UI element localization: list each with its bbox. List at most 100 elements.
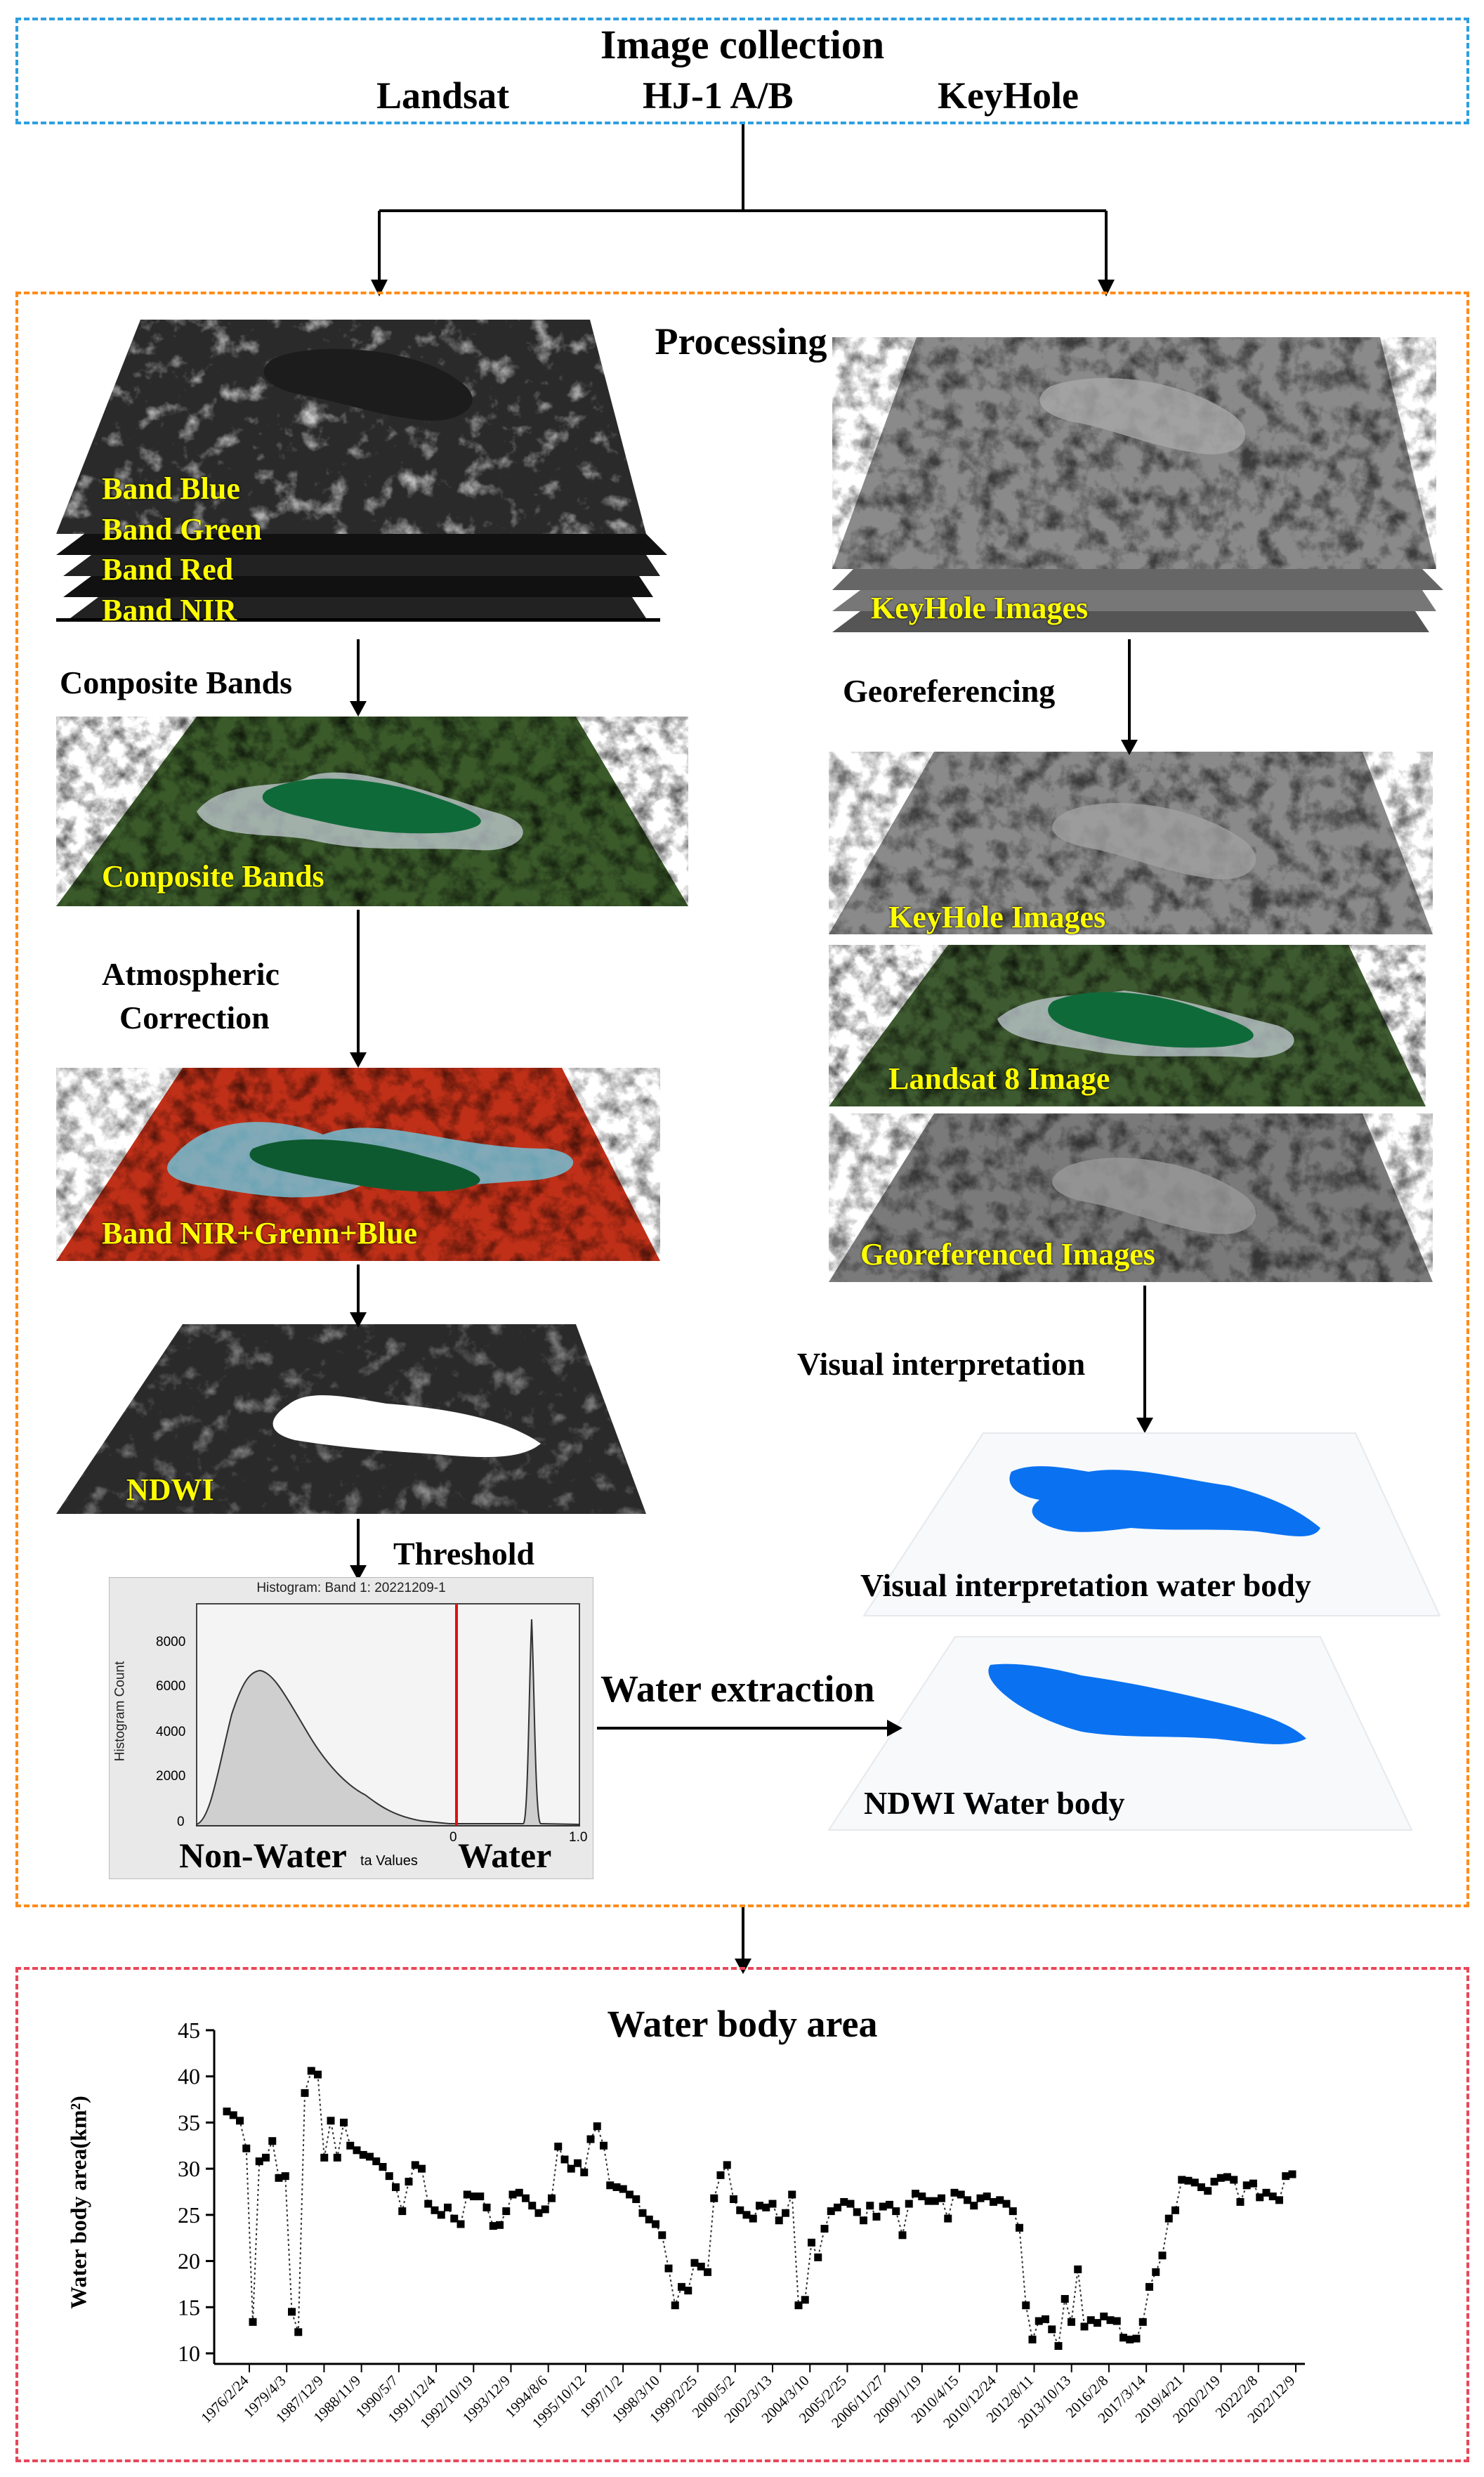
chart-data-point — [418, 2164, 426, 2173]
chart-data-point — [912, 2190, 919, 2198]
chart-data-point — [768, 2200, 777, 2208]
chart-data-point — [600, 2141, 608, 2150]
chart-data-point — [671, 2301, 679, 2310]
chart-data-point — [255, 2157, 263, 2166]
chart-data-point — [379, 2163, 387, 2171]
chart-data-point — [996, 2196, 1004, 2204]
chart-data-point — [541, 2205, 549, 2214]
landsat-band-stack — [56, 320, 667, 622]
chart-data-point — [1204, 2187, 1212, 2195]
chart-ytick-label: 30 — [178, 2156, 200, 2181]
source-hj1: HJ-1 A/B — [643, 74, 794, 117]
chart-data-point — [1112, 2317, 1121, 2325]
chart-data-point — [782, 2209, 789, 2217]
chart-ytick-label: 45 — [178, 2018, 200, 2043]
chart-data-point — [1094, 2319, 1101, 2327]
chart-data-point — [736, 2206, 744, 2214]
chart-data-point — [314, 2070, 322, 2079]
chart-data-point — [756, 2202, 763, 2210]
chart-data-point — [268, 2137, 277, 2145]
chart-ytick-label: 15 — [178, 2294, 200, 2320]
chart-data-point — [489, 2222, 497, 2230]
source-landsat: Landsat — [376, 74, 510, 117]
chart-data-point — [710, 2194, 718, 2202]
step-visual-interpretation: Visual interpretation — [797, 1346, 1086, 1382]
chart-ytick-label: 40 — [178, 2064, 200, 2089]
chart-data-point — [866, 2202, 874, 2210]
chart-data-point — [808, 2238, 815, 2247]
label-composite: Conposite Bands — [102, 859, 324, 894]
chart-data-point — [1223, 2173, 1231, 2181]
chart-data-point — [333, 2153, 341, 2162]
histogram-title: Histogram: Band 1: 20221209-1 — [256, 1581, 446, 1595]
label-visual-water-body: Visual interpretation water body — [860, 1567, 1311, 1603]
chart-data-point — [593, 2122, 601, 2131]
label-band-green: Band Green — [102, 512, 262, 547]
chart-data-point — [482, 2203, 491, 2211]
chart-data-point — [892, 2207, 900, 2216]
chart-data-point — [775, 2216, 783, 2225]
chart-data-point — [976, 2194, 985, 2202]
chart-data-point — [236, 2117, 244, 2125]
chart-data-point — [1210, 2178, 1219, 2186]
chart-data-point — [470, 2192, 478, 2201]
chart-data-point — [327, 2117, 335, 2125]
chart-data-point — [574, 2159, 582, 2167]
chart-title: Water body area — [607, 2003, 878, 2045]
chart-data-point — [366, 2152, 374, 2161]
chart-ytick-label: 10 — [178, 2341, 200, 2366]
chart-data-point — [1100, 2312, 1108, 2320]
chart-data-point — [983, 2192, 991, 2201]
label-band-nir: Band NIR — [102, 593, 237, 627]
chart-data-point — [1230, 2176, 1238, 2184]
processing-box — [15, 292, 1469, 1907]
chart-data-point — [1256, 2193, 1264, 2202]
keyhole-stack — [832, 337, 1443, 632]
chart-data-point — [1035, 2317, 1043, 2325]
chart-data-point — [898, 2231, 907, 2240]
histogram-ytick-6000: 6000 — [156, 1679, 186, 1694]
chart-data-point — [730, 2195, 737, 2204]
chart-data-point — [385, 2172, 393, 2181]
label-landsat8: Landsat 8 Image — [888, 1061, 1110, 1096]
chart-data-point — [528, 2202, 537, 2210]
chart-data-point — [1242, 2181, 1251, 2190]
chart-data-point — [742, 2211, 751, 2219]
chart-data-point — [788, 2190, 796, 2199]
georeferenced-image — [829, 1113, 1433, 1282]
chart-data-point — [638, 2209, 647, 2217]
nir-false-color-image — [56, 1068, 660, 1261]
chart-data-point — [1086, 2316, 1095, 2325]
chart-data-point — [957, 2190, 965, 2199]
chart-data-point — [1119, 2334, 1127, 2342]
chart-data-point — [905, 2200, 913, 2208]
chart-data-point — [1171, 2206, 1179, 2214]
chart-data-point — [1132, 2334, 1141, 2343]
image-collection-box — [15, 18, 1469, 124]
chart-data-point — [1190, 2178, 1199, 2187]
chart-data-point — [1145, 2282, 1153, 2291]
chart-data-point — [970, 2202, 978, 2210]
chart-data-point — [340, 2118, 348, 2126]
step-atmos-line1: Atmospheric — [102, 956, 280, 992]
chart-data-point — [548, 2194, 556, 2202]
label-band-red: Band Red — [102, 552, 234, 587]
chart-data-point — [502, 2207, 511, 2216]
chart-data-point — [612, 2183, 621, 2191]
chart-data-point — [872, 2212, 881, 2221]
bottom-connector-arrow — [735, 1907, 751, 1974]
chart-data-point — [229, 2111, 237, 2119]
chart-data-point — [450, 2214, 459, 2223]
chart-data-point — [424, 2200, 433, 2208]
label-band-blue: Band Blue — [102, 471, 240, 506]
chart-data-point — [697, 2262, 705, 2270]
histogram-ytick-8000: 8000 — [156, 1635, 186, 1649]
chart-data-point — [704, 2268, 711, 2276]
chart-data-point — [294, 2328, 303, 2337]
chart-data-point — [281, 2172, 289, 2181]
chart-data-point — [931, 2197, 939, 2205]
chart-data-point — [664, 2264, 673, 2273]
chart-data-point — [1288, 2170, 1296, 2178]
chart-data-point — [846, 2200, 855, 2208]
